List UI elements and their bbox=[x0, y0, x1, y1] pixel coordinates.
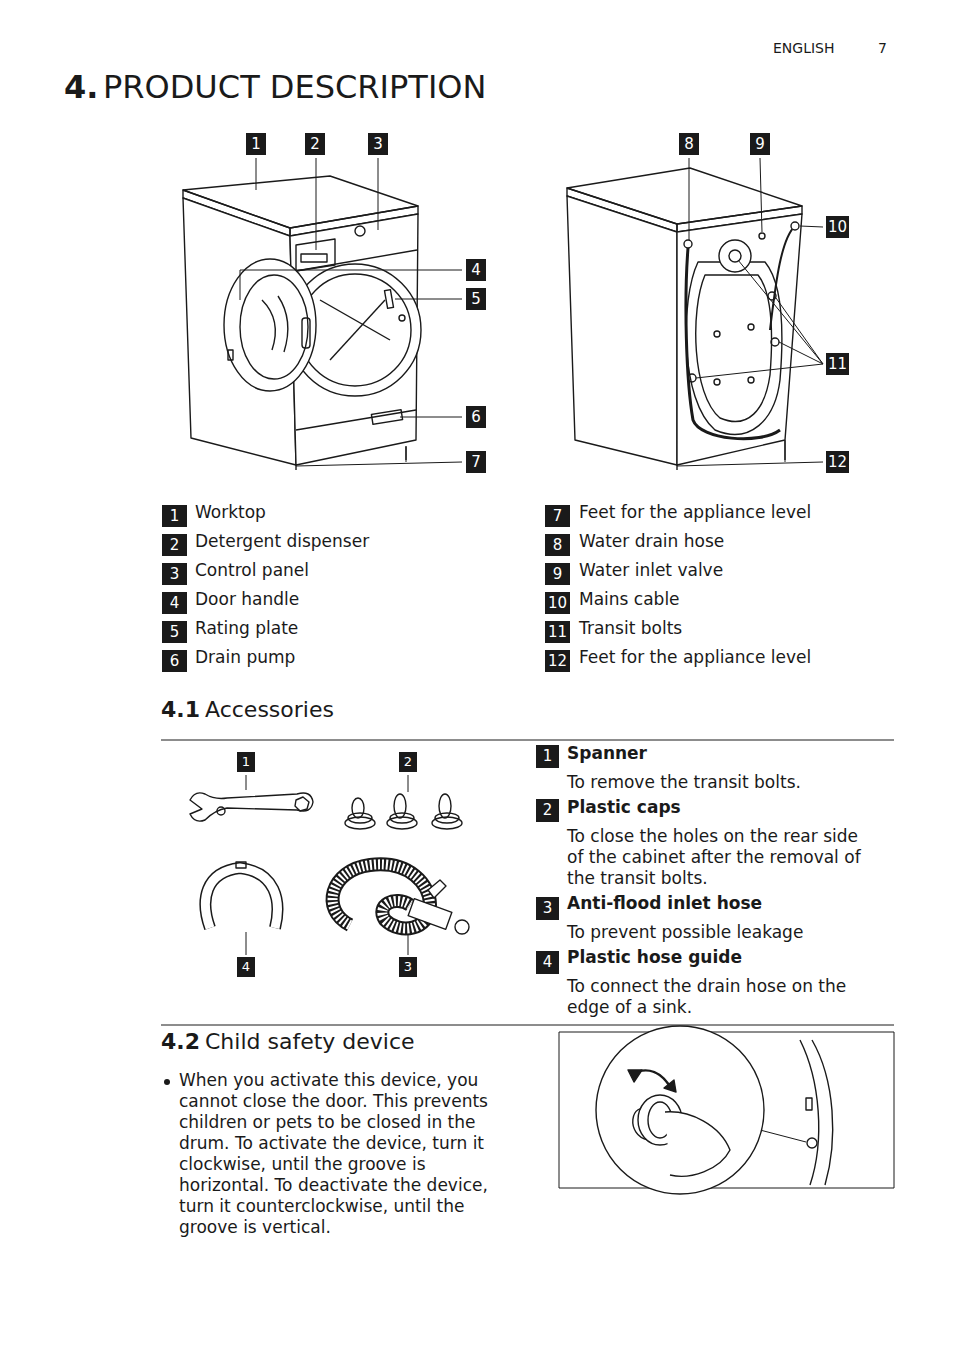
callout-number: 2 bbox=[305, 133, 325, 155]
part-name: Feet for the appliance level bbox=[579, 502, 811, 522]
callout-number: 8 bbox=[679, 133, 699, 155]
rule bbox=[161, 1025, 894, 1026]
callout-number: 10 bbox=[826, 216, 849, 238]
rear-machine bbox=[567, 168, 802, 470]
callout-number: 4 bbox=[536, 951, 559, 974]
part-name: Plastic caps bbox=[567, 797, 681, 817]
description-text: To remove the transit bolts. bbox=[567, 772, 877, 793]
part-name: Control panel bbox=[195, 560, 309, 580]
callout-number: 1 bbox=[246, 133, 266, 155]
callout-number: 1 bbox=[237, 752, 255, 772]
front-machine bbox=[183, 176, 421, 470]
callout-number: 8 bbox=[545, 534, 570, 556]
callout-number: 4 bbox=[466, 259, 486, 281]
child-safety-illustration bbox=[559, 1026, 894, 1194]
callout-number: 6 bbox=[162, 650, 187, 672]
chapter-number: 4. bbox=[64, 68, 98, 106]
part-name: Door handle bbox=[195, 589, 299, 609]
page-header: ENGLISH bbox=[773, 40, 835, 57]
section-heading: Child safety device bbox=[205, 1029, 415, 1055]
callout-number: 3 bbox=[162, 563, 187, 585]
callout-number: 12 bbox=[545, 650, 570, 672]
part-name: Feet for the appliance level bbox=[579, 647, 811, 667]
callout-number: 7 bbox=[466, 451, 486, 473]
page-title: PRODUCT DESCRIPTION bbox=[103, 68, 486, 106]
callout-number: 1 bbox=[162, 505, 187, 527]
callout-number: 12 bbox=[826, 451, 849, 473]
part-name: Spanner bbox=[567, 743, 647, 763]
callout-number: 4 bbox=[237, 957, 255, 977]
callout-number: 2 bbox=[162, 534, 187, 556]
callout-number: 9 bbox=[750, 133, 770, 155]
part-name: Water drain hose bbox=[579, 531, 724, 551]
callout-number: 3 bbox=[536, 897, 559, 920]
part-name: Anti-flood inlet hose bbox=[567, 893, 762, 913]
callout-number: 10 bbox=[545, 592, 570, 614]
bullet bbox=[164, 1079, 170, 1085]
part-name: Detergent dispenser bbox=[195, 531, 369, 551]
section-heading: 4.2 bbox=[161, 1029, 200, 1055]
callout-number: 11 bbox=[826, 353, 849, 375]
callout-number: 11 bbox=[545, 621, 570, 643]
callout-number: 2 bbox=[399, 752, 417, 772]
part-name: Water inlet valve bbox=[579, 560, 723, 580]
part-name: Drain pump bbox=[195, 647, 295, 667]
callout-number: 6 bbox=[466, 406, 486, 428]
description-text: To connect the drain hose on the edge of… bbox=[567, 976, 877, 1018]
accessories bbox=[190, 793, 469, 934]
callout-number: 1 bbox=[536, 745, 559, 768]
description-text: To prevent possible leakage bbox=[567, 922, 877, 943]
rule bbox=[161, 740, 894, 741]
callout-number: 5 bbox=[466, 288, 486, 310]
part-name: Rating plate bbox=[195, 618, 298, 638]
part-name: Worktop bbox=[195, 502, 266, 522]
section-heading: Accessories bbox=[205, 697, 334, 723]
callout-number: 9 bbox=[545, 563, 570, 585]
callout-number: 3 bbox=[368, 133, 388, 155]
part-name: Mains cable bbox=[579, 589, 680, 609]
description-text: When you activate this device, you canno… bbox=[179, 1070, 509, 1238]
part-name: Transit bolts bbox=[579, 618, 682, 638]
callout-number: 5 bbox=[162, 621, 187, 643]
callout-number: 2 bbox=[536, 799, 559, 822]
callout-number: 7 bbox=[545, 505, 570, 527]
part-name: Plastic hose guide bbox=[567, 947, 742, 967]
section-heading: 4.1 bbox=[161, 697, 200, 723]
page-header: 7 bbox=[878, 40, 887, 57]
callout-number: 4 bbox=[162, 592, 187, 614]
callout-number: 3 bbox=[399, 957, 417, 977]
description-text: To close the holes on the rear side of t… bbox=[567, 826, 877, 889]
